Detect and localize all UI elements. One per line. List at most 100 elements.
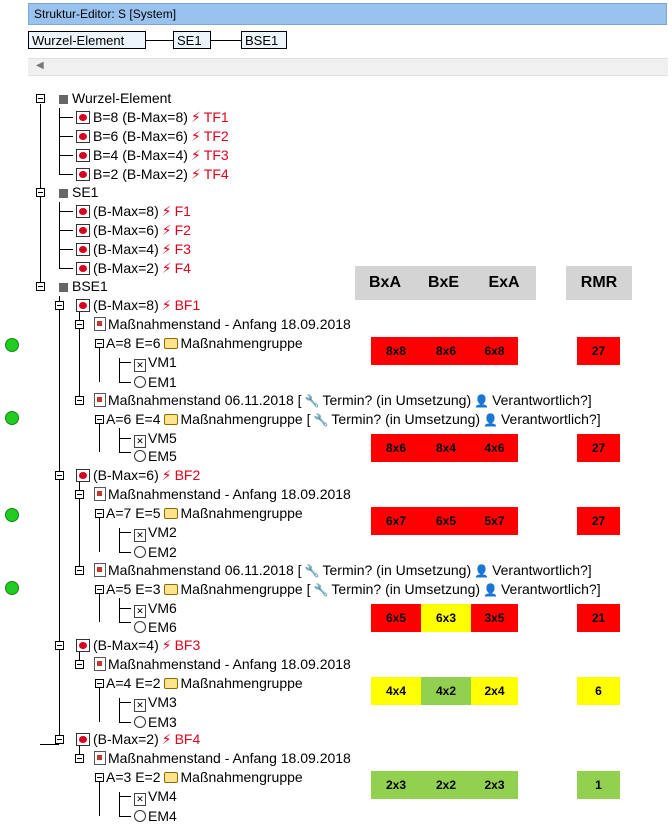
collapse-toggle[interactable] [36, 94, 45, 103]
matrix-cell-rmr: 27 [577, 337, 620, 365]
breadcrumb-item-wurzel[interactable]: Wurzel-Element [28, 31, 146, 49]
collapse-toggle[interactable] [75, 754, 84, 763]
tree-node-vm5[interactable]: ✕VM5 [134, 429, 177, 448]
tree-node-massnahmenstand[interactable]: Maßnahmenstand 06.11.2018 [🔧Termin? (in … [94, 561, 592, 579]
tree-node-tf1[interactable]: B=8 (B-Max=8)⚡TF1 [76, 108, 229, 126]
magnifier-icon [134, 810, 146, 822]
risk-icon [76, 168, 90, 181]
tree-node-tf2[interactable]: B=6 (B-Max=6)⚡TF2 [76, 127, 229, 145]
risk-icon [76, 224, 90, 237]
tree-node-em6[interactable]: EM6 [134, 618, 177, 636]
tree-guide [99, 418, 100, 452]
tree-node-tf3[interactable]: B=4 (B-Max=4)⚡TF3 [76, 146, 229, 164]
flash-icon: ⚡ [161, 637, 172, 653]
matrix-cell-rmr: 27 [577, 434, 620, 462]
tree-guide [99, 688, 100, 722]
tree-node-massnahmenstand[interactable]: Maßnahmenstand - Anfang 18.09.2018 [94, 655, 351, 673]
node-square-icon [59, 283, 68, 292]
tree-node-bf1[interactable]: (B-Max=8)⚡BF1 [76, 296, 200, 314]
tree-node-vm3[interactable]: ✕VM3 [134, 693, 177, 712]
tree-node-em1[interactable]: EM1 [134, 373, 177, 391]
matrix-cell-bxe: 6x3 [421, 604, 471, 632]
tree-node-em4[interactable]: EM4 [134, 807, 177, 825]
collapse-toggle[interactable] [55, 735, 64, 744]
tree-guide [79, 652, 80, 666]
tree-node-em2[interactable]: EM2 [134, 543, 177, 561]
matrix-cell-bxe: 8x6 [421, 337, 471, 365]
tree-node-massnahmenstand[interactable]: Maßnahmenstand - Anfang 18.09.2018 [94, 315, 351, 333]
collapse-toggle[interactable] [55, 641, 64, 650]
tree-node-vm1[interactable]: ✕VM1 [134, 353, 177, 372]
risk-icon [76, 639, 90, 652]
breadcrumb-connector [146, 40, 173, 41]
collapse-toggle[interactable] [75, 660, 84, 669]
tree-node-vm4[interactable]: ✕VM4 [134, 787, 177, 806]
collapse-toggle[interactable] [75, 566, 84, 575]
horizontal-scrollbar[interactable]: ◀ [28, 58, 668, 76]
flash-icon: ⚡ [161, 241, 172, 257]
collapse-toggle[interactable] [95, 509, 104, 518]
collapse-toggle[interactable] [95, 585, 104, 594]
tree-node-massnahmenstand[interactable]: Maßnahmenstand 06.11.2018 [🔧Termin? (in … [94, 391, 592, 409]
tree-node-massnahmenstand[interactable]: Maßnahmenstand - Anfang 18.09.2018 [94, 749, 351, 767]
collapse-toggle[interactable] [95, 773, 104, 782]
flash-icon: ⚡ [161, 222, 172, 238]
tree-node-tf4[interactable]: B=2 (B-Max=2)⚡TF4 [76, 165, 229, 183]
tree-node-bf2[interactable]: (B-Max=6)⚡BF2 [76, 466, 200, 484]
breadcrumb-item-se1[interactable]: SE1 [173, 31, 211, 49]
risk-icon [76, 111, 90, 124]
document-icon [94, 393, 106, 407]
tree-guide [119, 792, 120, 816]
collapse-toggle[interactable] [36, 188, 45, 197]
tree-guide [99, 348, 100, 382]
magnifier-icon [134, 376, 146, 388]
collapse-toggle[interactable] [95, 339, 104, 348]
collapse-toggle[interactable] [75, 396, 84, 405]
folder-icon [163, 584, 178, 595]
collapse-toggle[interactable] [75, 320, 84, 329]
collapse-toggle[interactable] [75, 490, 84, 499]
folder-icon [163, 678, 178, 689]
tree-node-f1[interactable]: (B-Max=8)⚡F1 [76, 202, 191, 220]
tree-node-em5[interactable]: EM5 [134, 447, 177, 465]
matrix-cell-bxe: 2x2 [421, 771, 471, 799]
tree-node-f3[interactable]: (B-Max=4)⚡F3 [76, 240, 191, 258]
x-box-icon: ✕ [134, 605, 146, 618]
collapse-toggle[interactable] [36, 282, 45, 291]
tree-node-f2[interactable]: (B-Max=6)⚡F2 [76, 221, 191, 239]
collapse-toggle[interactable] [55, 301, 64, 310]
tree-guide [119, 598, 120, 622]
person-icon: 👤 [474, 564, 490, 578]
collapse-toggle[interactable] [95, 415, 104, 424]
collapse-toggle[interactable] [55, 471, 64, 480]
collapse-toggle[interactable] [95, 679, 104, 688]
node-square-icon [59, 189, 68, 198]
breadcrumb-connector [211, 40, 241, 41]
risk-icon [76, 733, 90, 746]
tree-node-vm6[interactable]: ✕VM6 [134, 599, 177, 618]
matrix-cell-bxe: 4x2 [421, 677, 471, 705]
tree-node-f4[interactable]: (B-Max=2)⚡F4 [76, 259, 191, 277]
status-ok-icon [5, 411, 19, 425]
tree-node-bf3[interactable]: (B-Max=4)⚡BF3 [76, 636, 200, 654]
flash-icon: ⚡ [161, 297, 172, 313]
tree-guide [119, 698, 120, 722]
tree-node-bse1[interactable]: BSE1 [59, 277, 108, 295]
scroll-left-icon[interactable]: ◀ [36, 60, 44, 71]
tree-guide [99, 588, 100, 622]
tree-node-em3[interactable]: EM3 [134, 713, 177, 731]
tree-node-massnahmenstand[interactable]: Maßnahmenstand - Anfang 18.09.2018 [94, 485, 351, 503]
tree-node-vm2[interactable]: ✕VM2 [134, 523, 177, 542]
tree-node-bf4[interactable]: (B-Max=2)⚡BF4 [76, 730, 200, 748]
tree-guide [79, 482, 80, 568]
tree-node-wurzel[interactable]: Wurzel-Element [59, 89, 171, 107]
tree-node-se1[interactable]: SE1 [59, 183, 98, 201]
breadcrumb-item-bse1[interactable]: BSE1 [241, 31, 287, 49]
breadcrumb: Wurzel-Element SE1 BSE1 [28, 29, 668, 51]
